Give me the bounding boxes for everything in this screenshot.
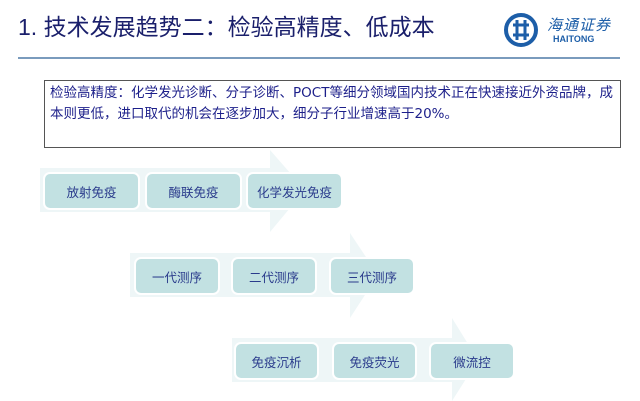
- step-third-gen-sequencing: 三代测序: [331, 259, 413, 293]
- step-radioimmunoassay: 放射免疫: [45, 174, 138, 208]
- step-immunofluorescence: 免疫荧光: [334, 344, 415, 378]
- step-immunoprecipitation: 免疫沉析: [236, 344, 317, 378]
- step-first-gen-sequencing: 一代测序: [136, 259, 218, 293]
- step-microfluidics: 微流控: [431, 344, 513, 378]
- header-divider: [18, 57, 620, 59]
- step-chemiluminescence: 化学发光免疫: [248, 174, 341, 208]
- summary-box: 检验高精度：化学发光诊断、分子诊断、POCT等细分领域国内技术正在快速接近外资品…: [44, 80, 621, 148]
- step-elisa: 酶联免疫: [147, 174, 240, 208]
- haitong-logo: 海通证券 HAITONG: [503, 12, 623, 48]
- logo-en: HAITONG: [553, 34, 595, 44]
- page-title: 1. 技术发展趋势二：检验高精度、低成本: [18, 14, 435, 40]
- haitong-logo-icon: [504, 13, 538, 47]
- logo-cn: 海通证券: [547, 16, 612, 34]
- step-second-gen-sequencing: 二代测序: [233, 259, 315, 293]
